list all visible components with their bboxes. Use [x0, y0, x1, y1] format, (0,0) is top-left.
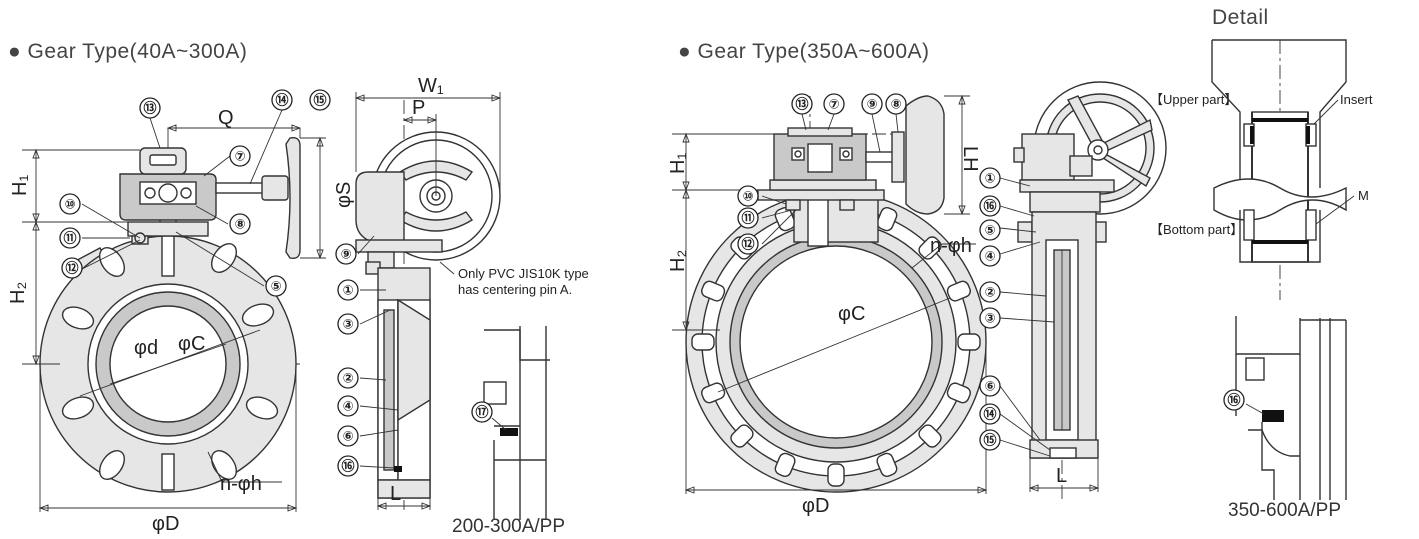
callout-2-large: ② — [984, 285, 995, 300]
title-gear-type-small: ● Gear Type(40A~300A) — [8, 40, 247, 63]
callout-5-large: ⑤ — [984, 223, 995, 238]
callout-16-detail: ⑯ — [1227, 393, 1240, 408]
label-m: M — [1358, 188, 1369, 203]
dim-q: Q — [218, 107, 234, 129]
callout-12: ⑫ — [65, 261, 78, 276]
callouts-front-large: ⑬ ⑦ ⑨ ⑧ ⑩ ⑪ ⑫ — [737, 93, 907, 255]
label-insert: Insert — [1340, 92, 1373, 107]
callout-16-large: ⑯ — [983, 199, 996, 214]
dim-phi-d-large-small: φD — [152, 513, 179, 535]
detail-upper-bottom — [1211, 39, 1355, 300]
front-view-small-valve — [22, 109, 326, 512]
callout-5: ⑤ — [270, 279, 281, 294]
dim-phi-c-large: φC — [838, 303, 865, 325]
pp-detail-small — [483, 326, 550, 520]
callout-16: ⑯ — [341, 459, 354, 474]
dim-phi-s: φS — [333, 182, 355, 208]
callout-1-large: ① — [984, 171, 995, 186]
side-view-large-valve — [999, 81, 1167, 500]
callout-6-large: ⑥ — [984, 379, 995, 394]
callout-9-large: ⑨ — [866, 97, 877, 112]
callout-9: ⑨ — [340, 247, 351, 262]
dim-h1-large: H₁ — [667, 153, 689, 174]
callout-15-large: ⑮ — [983, 433, 996, 448]
callout-7-large: ⑦ — [828, 97, 839, 112]
dim-p-small: P — [412, 97, 425, 119]
front-view-large-valve — [672, 94, 988, 494]
caption-350-600a-pp: 350-600A/PP — [1228, 500, 1341, 521]
dim-phi-c-small: φC — [178, 333, 205, 355]
callout-15: ⑮ — [313, 93, 326, 108]
dim-l-small: L — [390, 483, 401, 505]
callout-2: ② — [342, 371, 353, 386]
title-detail: Detail — [1212, 6, 1269, 29]
side-view-small-valve — [354, 92, 502, 510]
callout-7: ⑦ — [234, 149, 245, 164]
pp-detail-large — [1235, 316, 1347, 500]
dim-n-phi-h-small: n-φh — [220, 473, 262, 495]
callout-3: ③ — [342, 317, 353, 332]
dim-w1-small: W₁ — [418, 75, 444, 97]
dim-h1-small: H₁ — [9, 175, 31, 196]
callout-10: ⑩ — [64, 197, 75, 212]
note-centering-pin-1: Only PVC JIS10K type — [458, 266, 589, 281]
callout-11-large: ⑪ — [741, 211, 754, 226]
dim-phi-d-large: φD — [802, 495, 829, 517]
callout-4: ④ — [342, 399, 353, 414]
callout-1: ① — [342, 283, 353, 298]
label-upper-part: 【Upper part】 — [1150, 92, 1237, 107]
callout-14: ⑭ — [275, 93, 288, 108]
label-bottom-part: 【Bottom part】 — [1150, 222, 1243, 237]
dim-h2-large: H₂ — [667, 250, 689, 272]
callout-13-large: ⑬ — [795, 97, 808, 112]
callout-8-large: ⑧ — [890, 97, 901, 112]
dim-n-phi-h-large: n-φh — [930, 235, 972, 257]
caption-200-300a-pp: 200-300A/PP — [452, 516, 565, 537]
title-gear-type-large: ● Gear Type(350A~600A) — [678, 40, 930, 63]
bolt-holes-small — [61, 242, 279, 481]
dim-l-large: L — [1056, 465, 1067, 487]
callout-6: ⑥ — [342, 429, 353, 444]
callout-17-ring — [471, 401, 493, 423]
callout-10-large: ⑩ — [742, 189, 753, 204]
dim-lh: LH — [959, 146, 981, 172]
callouts-side-large: ① ⑯ ⑤ ④ ② ③ ⑥ ⑭ ⑮ — [979, 167, 1001, 451]
callouts-front-small: ⑬ ⑭ ⑮ ⑦ ⑧ ⑩ ⑪ ⑫ ⑤ — [59, 89, 331, 297]
callout-12-large: ⑫ — [741, 237, 754, 252]
callout-4-large: ④ — [984, 249, 995, 264]
note-centering-pin-2: has centering pin A. — [458, 282, 572, 297]
callouts-side-small: ⑨ ① ③ ② ④ ⑥ ⑯ — [335, 243, 359, 477]
callout-16-detail-ring — [1223, 389, 1245, 411]
callout-13: ⑬ — [143, 101, 156, 116]
callout-11: ⑪ — [63, 231, 76, 246]
dim-h2-small: H₂ — [7, 282, 29, 304]
callout-3-large: ③ — [984, 311, 995, 326]
callout-14-large: ⑭ — [983, 407, 996, 422]
callout-8: ⑧ — [234, 217, 245, 232]
dim-phi-d-small: φd — [134, 337, 158, 359]
callout-17: ⑰ — [475, 405, 488, 420]
